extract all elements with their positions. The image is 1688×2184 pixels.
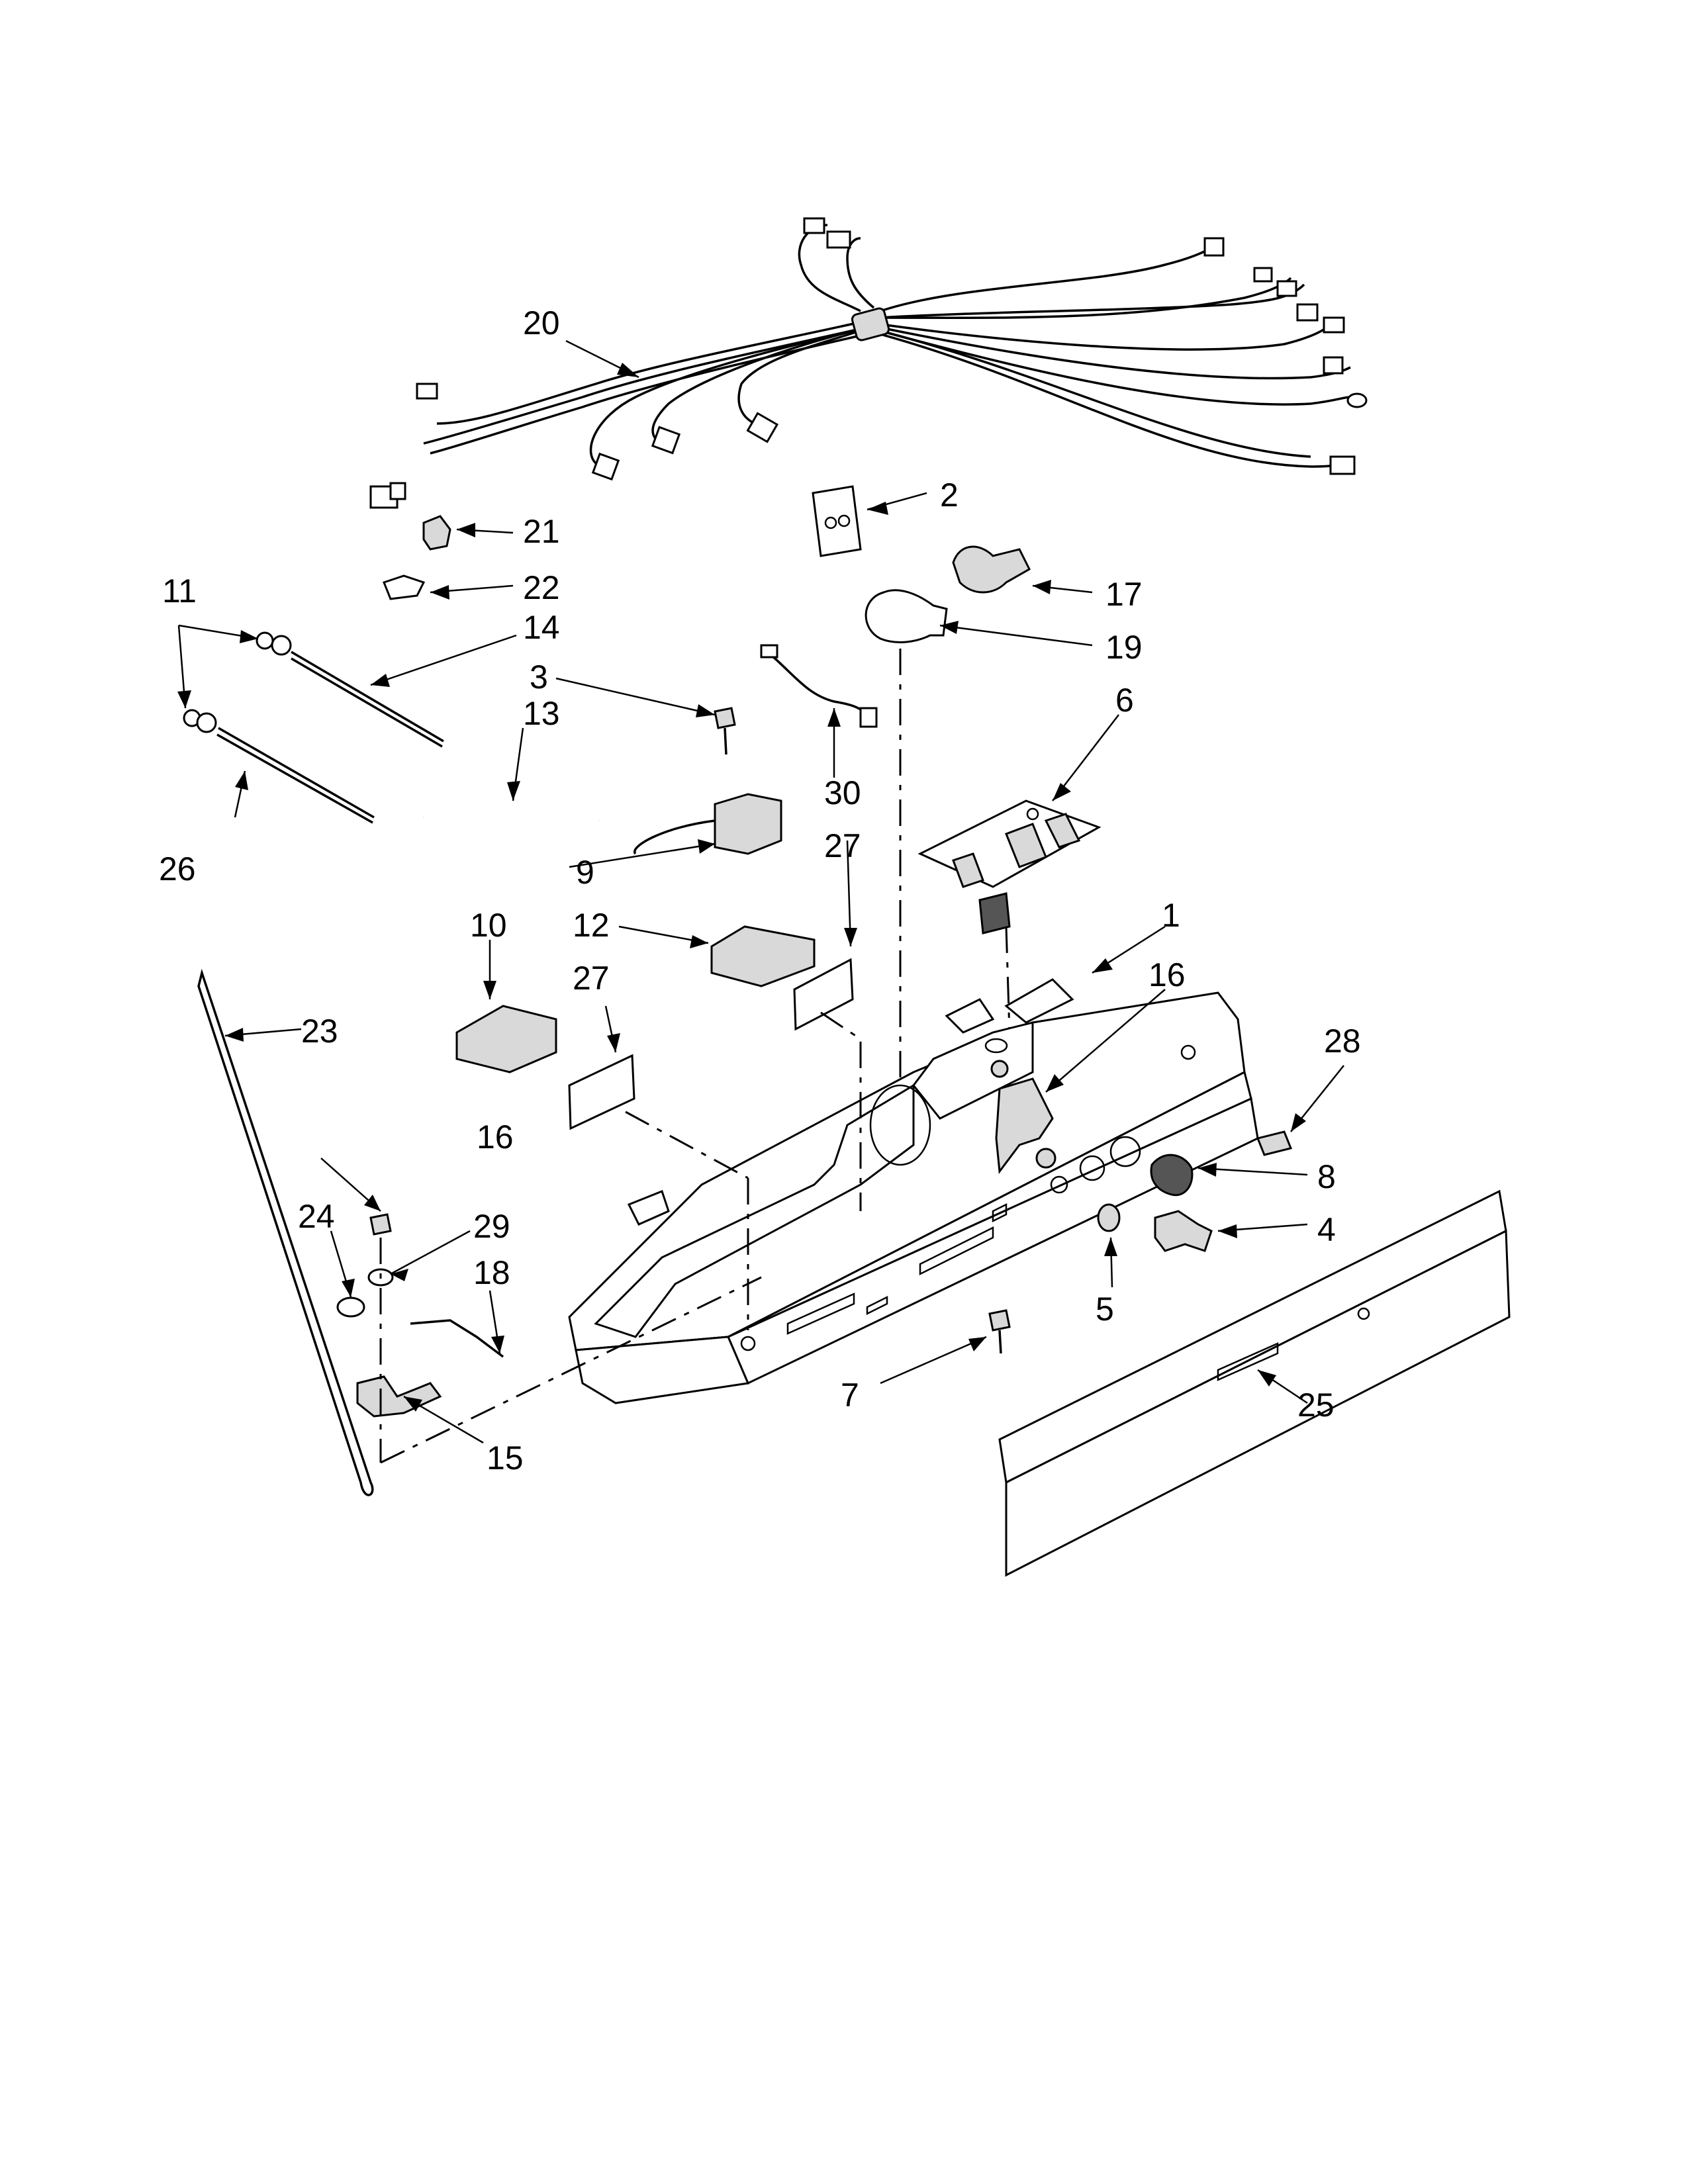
callout-7: 7 [841, 1377, 859, 1414]
callout-9: 9 [576, 854, 594, 891]
callout-23: 23 [301, 1013, 338, 1050]
arrowheads [177, 363, 1306, 1412]
small-bracket [383, 574, 426, 600]
callout-16a: 16 [477, 1118, 514, 1156]
wire-jumper [770, 654, 868, 716]
callout-15: 15 [487, 1439, 524, 1477]
wire-clip [422, 515, 451, 551]
callout-14: 14 [523, 609, 560, 646]
screw-28 [1256, 1130, 1293, 1156]
callout-12: 12 [573, 907, 610, 944]
tubes [183, 631, 444, 824]
button [1097, 1203, 1121, 1232]
callout-17: 17 [1105, 576, 1143, 613]
label-27b [793, 958, 854, 1031]
callout-11: 11 [162, 572, 197, 610]
wire-harness [369, 217, 1368, 509]
rod [197, 968, 374, 1496]
damper-control [714, 793, 782, 855]
callout-27b: 27 [824, 827, 861, 864]
callout-16b: 16 [1149, 956, 1186, 993]
control-housing [568, 978, 1259, 1404]
spring [410, 1319, 504, 1358]
callout-18: 18 [473, 1254, 510, 1291]
damper-bracket [995, 1077, 1054, 1174]
light-bulb [865, 589, 948, 643]
callout-27a: 27 [573, 960, 610, 997]
light-socket [952, 545, 1031, 594]
callout-24: 24 [298, 1198, 335, 1235]
callout-28: 28 [1324, 1023, 1361, 1060]
callout-5: 5 [1096, 1291, 1114, 1328]
callout-25: 25 [1297, 1387, 1335, 1424]
screw-16 [369, 1213, 392, 1236]
callout-29: 29 [473, 1208, 510, 1245]
callout-1: 1 [1162, 897, 1180, 934]
hinge-bracket [356, 1375, 442, 1418]
callout-30: 30 [824, 774, 861, 811]
callout-22: 22 [523, 569, 560, 606]
bracket-12 [710, 925, 816, 987]
control-board [917, 799, 1102, 934]
front-panel [998, 1189, 1511, 1577]
label-27a [568, 1054, 635, 1130]
callout-2: 2 [940, 477, 959, 514]
screw-7 [988, 1309, 1011, 1332]
callout-10: 10 [470, 907, 507, 944]
callout-26: 26 [159, 850, 196, 887]
screw [714, 707, 736, 729]
bracket-10 [455, 1005, 557, 1073]
insulation-block [812, 485, 862, 557]
callout-20: 20 [523, 304, 560, 341]
callout-4: 4 [1317, 1211, 1336, 1248]
callout-21: 21 [523, 513, 560, 550]
callout-8: 8 [1317, 1158, 1336, 1195]
callout-19: 19 [1105, 629, 1143, 666]
switch [1154, 1210, 1213, 1252]
callout-3: 3 [530, 659, 548, 696]
callout-13: 13 [523, 695, 560, 732]
callout-6: 6 [1115, 682, 1134, 719]
knob [1150, 1154, 1194, 1197]
washer-24 [336, 1297, 365, 1318]
